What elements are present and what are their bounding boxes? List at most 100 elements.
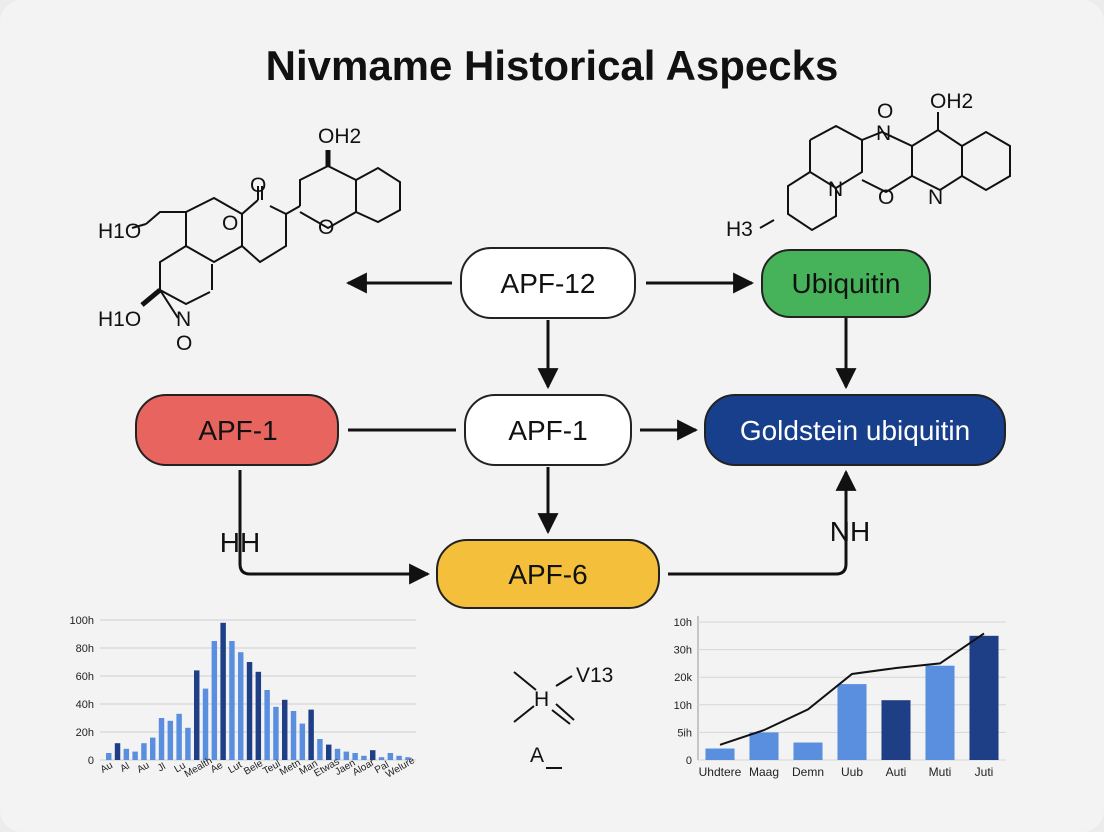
chart-left-bar xyxy=(167,720,174,760)
chart-left-bar xyxy=(211,641,218,760)
node-apf12[interactable]: APF-12 xyxy=(460,247,636,319)
chart-right-xtick: Demn xyxy=(792,765,824,779)
node-apf6-label: APF-6 xyxy=(508,559,587,590)
molecule-left: OH2 O O O H1O H1O N O xyxy=(98,125,401,355)
chart-right-ytick: 10h xyxy=(674,700,692,712)
chart-left-bar xyxy=(361,755,367,760)
page-title: Nivmame Historical Aspecks xyxy=(266,42,839,89)
chart-right-ytick: 5ih xyxy=(677,727,692,739)
chart-left-ytick: 60h xyxy=(76,671,94,683)
mol-left-h1: H1O xyxy=(98,220,141,243)
node-goldstein-label: Goldstein ubiquitin xyxy=(740,415,970,446)
chart-left-bar xyxy=(185,727,191,760)
chart-left-bar xyxy=(405,757,411,760)
mol-right-n1: N xyxy=(876,122,891,145)
chart-left-bar xyxy=(326,744,332,760)
node-ubiquitin-label: Ubiquitin xyxy=(792,268,901,299)
chart-left-bar xyxy=(220,622,226,760)
chart-left-bar xyxy=(238,652,244,760)
chart-left-bar xyxy=(158,718,165,760)
chart-left-bar xyxy=(229,641,235,760)
node-ubiquitin[interactable]: Ubiquitin xyxy=(761,249,931,318)
chart-left-ytick: 80h xyxy=(76,643,94,655)
chart-left-ytick: 20h xyxy=(76,727,94,739)
chart-left-bar xyxy=(352,753,358,760)
chart-right-bar xyxy=(793,742,823,760)
mol-small-a: A xyxy=(530,744,544,767)
chart-left-bar xyxy=(194,670,200,760)
chart-left-bar xyxy=(299,723,306,760)
chart-left-ytick: 40h xyxy=(76,699,94,711)
mol-small-h: H xyxy=(534,688,549,711)
mol-left-o1: O xyxy=(250,174,266,197)
chart-left-bar xyxy=(264,690,270,760)
chart-left-bar xyxy=(387,753,394,760)
mol-right-n3: N xyxy=(928,186,943,209)
mol-left-o2: O xyxy=(222,212,238,235)
chart-right-xtick: Auti xyxy=(886,765,907,779)
mol-left-o3: O xyxy=(176,332,192,355)
arrow-apf6-to-goldstein xyxy=(668,469,857,576)
chart-left-bar xyxy=(370,750,376,760)
chart-right-bar xyxy=(837,684,867,760)
node-goldstein-ubiquitin[interactable]: Goldstein ubiquitin xyxy=(704,394,1006,466)
chart-left-bar xyxy=(317,739,323,760)
chart-right-bar xyxy=(881,700,911,760)
chart-left-bar xyxy=(123,748,130,760)
node-apf1-red[interactable]: APF-1 xyxy=(135,394,339,466)
mol-right-o2: O xyxy=(878,186,894,209)
chart-left-bar xyxy=(202,688,209,760)
chart-right-bar xyxy=(969,635,999,760)
chart-right-ytick: 10h xyxy=(674,617,692,629)
chart-right-xtick: Juti xyxy=(975,765,994,779)
chart-right-xtick: Uub xyxy=(841,765,863,779)
chart-right-bar xyxy=(705,748,735,760)
chart-left-bar xyxy=(246,662,253,760)
mol-right-n2: N xyxy=(828,178,843,201)
chart-left-ytick: 100h xyxy=(70,615,94,627)
chart-left-xtick: Au xyxy=(135,760,151,776)
chart-right-xtick: Maag xyxy=(749,765,779,779)
mol-right-h3: H3 xyxy=(726,218,753,241)
chart-left-xtick: Al xyxy=(118,761,131,775)
chart-left-bar xyxy=(334,748,341,760)
chart-left-bar xyxy=(176,713,182,760)
chart-right-trend-line xyxy=(719,632,985,746)
mol-left-o-ring: O xyxy=(318,216,334,239)
chart-right-bar xyxy=(925,665,955,760)
mol-right-oh2: OH2 xyxy=(930,90,973,113)
label-nh: NH xyxy=(830,516,870,547)
arrow-hh-path-to-apf6 xyxy=(238,470,431,585)
mol-small-v13: V13 xyxy=(576,664,613,687)
mol-left-h2: H1O xyxy=(98,308,141,331)
node-apf1-center[interactable]: APF-1 xyxy=(464,394,632,466)
chart-left-bar xyxy=(150,737,156,760)
chart-right-ytick: 30h xyxy=(674,645,692,657)
chart-left-bar xyxy=(255,671,262,760)
chart-left-bar xyxy=(343,751,350,760)
chart-left-bar xyxy=(282,699,288,760)
node-apf12-label: APF-12 xyxy=(501,268,596,299)
chart-left-xtick: Au xyxy=(99,760,115,776)
chart-right-ytick: 20k xyxy=(674,672,692,684)
chart-left-bar xyxy=(273,706,279,760)
label-hh: HH xyxy=(220,527,260,558)
chart-left-bar xyxy=(396,755,402,760)
chart-left-xtick: Jl xyxy=(156,761,168,774)
molecule-small: H V13 A xyxy=(513,664,613,769)
chart-left-bar xyxy=(132,751,138,760)
chart-left-xtick: Lu xyxy=(173,760,188,775)
chart-right-xtick: Muti xyxy=(929,765,952,779)
mol-left-n: N xyxy=(176,308,191,331)
chart-left-bar xyxy=(114,743,121,760)
node-apf1-red-label: APF-1 xyxy=(198,415,277,446)
chart-left-bar xyxy=(141,743,147,760)
chart-left-bar xyxy=(106,753,112,760)
node-apf6[interactable]: APF-6 xyxy=(436,539,660,609)
chart-left-ytick: 0 xyxy=(88,755,94,767)
connectors xyxy=(238,272,857,585)
